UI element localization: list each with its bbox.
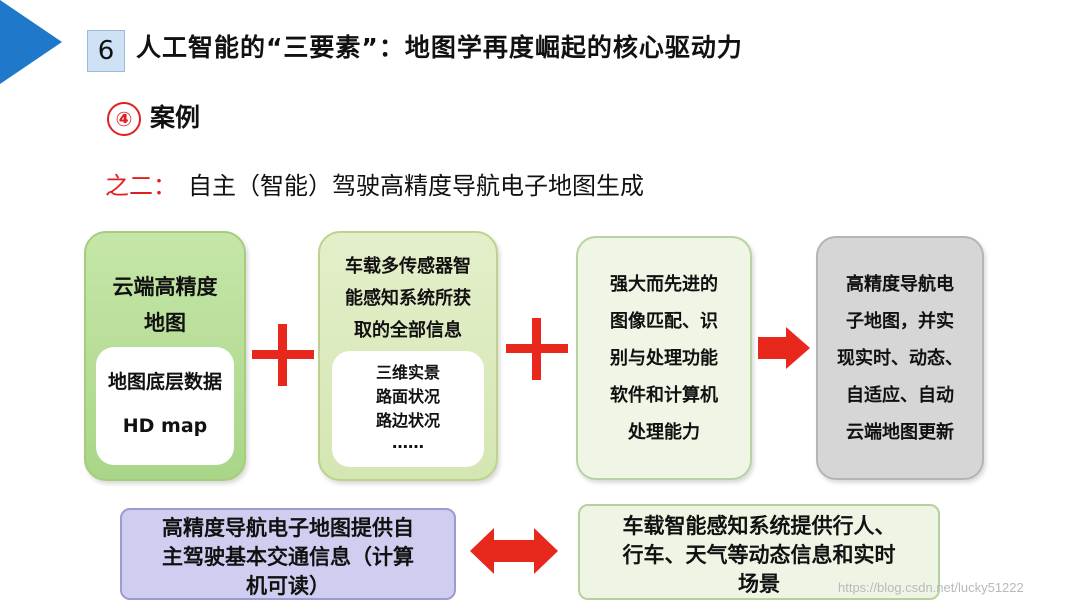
sensor-inner-line-3: 路边状况 bbox=[375, 411, 440, 430]
section-number: 6 bbox=[87, 30, 125, 72]
result-line-3: 现实时、动态、 bbox=[837, 348, 963, 369]
sensor-inner-line-2: 路面状况 bbox=[375, 387, 440, 406]
case-number-marker: ④ bbox=[107, 102, 141, 136]
slide-title: 人工智能的“三要素”：地图学再度崛起的核心驱动力 bbox=[136, 33, 743, 62]
vehicle-sensing-line-1: 车载智能感知系统提供行人、 bbox=[622, 514, 896, 538]
cloud-box-title-line-2: 地图 bbox=[144, 311, 186, 335]
hd-map-info-line-3: 机可读） bbox=[246, 574, 330, 598]
sensor-info-box: 车载多传感器智 能感知系统所获 取的全部信息 三维实景 路面状况 路边状况 …… bbox=[318, 231, 498, 481]
result-line-2: 子地图，并实 bbox=[846, 311, 954, 332]
compute-line-5: 处理能力 bbox=[628, 422, 700, 443]
cloud-inner-panel: 地图底层数据 HD map bbox=[96, 347, 234, 465]
compute-line-1: 强大而先进的 bbox=[610, 274, 718, 295]
case-label: 案例 bbox=[150, 103, 201, 132]
hd-map-info-line-2: 主驾驶基本交通信息（计算 bbox=[162, 545, 414, 569]
subtitle-text: 自主（智能）驾驶高精度导航电子地图生成 bbox=[188, 172, 644, 200]
result-map-box: 高精度导航电 子地图，并实 现实时、动态、 自适应、自动 云端地图更新 bbox=[816, 236, 984, 480]
sensor-inner-line-4: …… bbox=[392, 433, 424, 452]
sensor-inner-panel: 三维实景 路面状况 路边状况 …… bbox=[332, 351, 484, 467]
compute-line-3: 别与处理功能 bbox=[610, 348, 718, 369]
watermark-text: https://blog.csdn.net/lucky51222 bbox=[838, 580, 1024, 595]
right-arrow-icon bbox=[758, 327, 810, 369]
compute-line-2: 图像匹配、识 bbox=[610, 311, 718, 332]
sensor-box-title-line-2: 能感知系统所获 bbox=[345, 288, 471, 309]
result-line-1: 高精度导航电 bbox=[846, 274, 954, 295]
double-arrow-icon bbox=[470, 528, 558, 574]
sensor-box-title-line-3: 取的全部信息 bbox=[354, 320, 462, 341]
sensor-inner-line-1: 三维实景 bbox=[375, 363, 440, 382]
subtitle-prefix: 之二： bbox=[105, 172, 177, 200]
cloud-inner-line-1: 地图底层数据 bbox=[107, 371, 222, 393]
cloud-hd-map-box: 云端高精度 地图 地图底层数据 HD map bbox=[84, 231, 246, 481]
hd-map-info-box: 高精度导航电子地图提供自 主驾驶基本交通信息（计算 机可读） bbox=[120, 508, 456, 600]
result-line-4: 自适应、自动 bbox=[846, 385, 954, 406]
cloud-box-title-line-1: 云端高精度 bbox=[112, 275, 218, 299]
cloud-inner-line-2: HD map bbox=[122, 415, 208, 437]
vehicle-sensing-line-3: 场景 bbox=[738, 572, 780, 596]
compute-line-4: 软件和计算机 bbox=[610, 385, 718, 406]
vehicle-sensing-line-2: 行车、天气等动态信息和实时 bbox=[622, 543, 896, 567]
plus-icon bbox=[506, 318, 568, 380]
corner-triangle-icon bbox=[0, 0, 62, 84]
vehicle-sensing-info-box: 车载智能感知系统提供行人、 行车、天气等动态信息和实时 场景 bbox=[578, 504, 940, 600]
result-line-5: 云端地图更新 bbox=[846, 422, 954, 443]
plus-icon bbox=[252, 324, 314, 386]
sensor-box-title-line-1: 车载多传感器智 bbox=[345, 256, 471, 277]
hd-map-info-line-1: 高精度导航电子地图提供自 bbox=[162, 516, 414, 540]
image-processing-box: 强大而先进的 图像匹配、识 别与处理功能 软件和计算机 处理能力 bbox=[576, 236, 752, 480]
